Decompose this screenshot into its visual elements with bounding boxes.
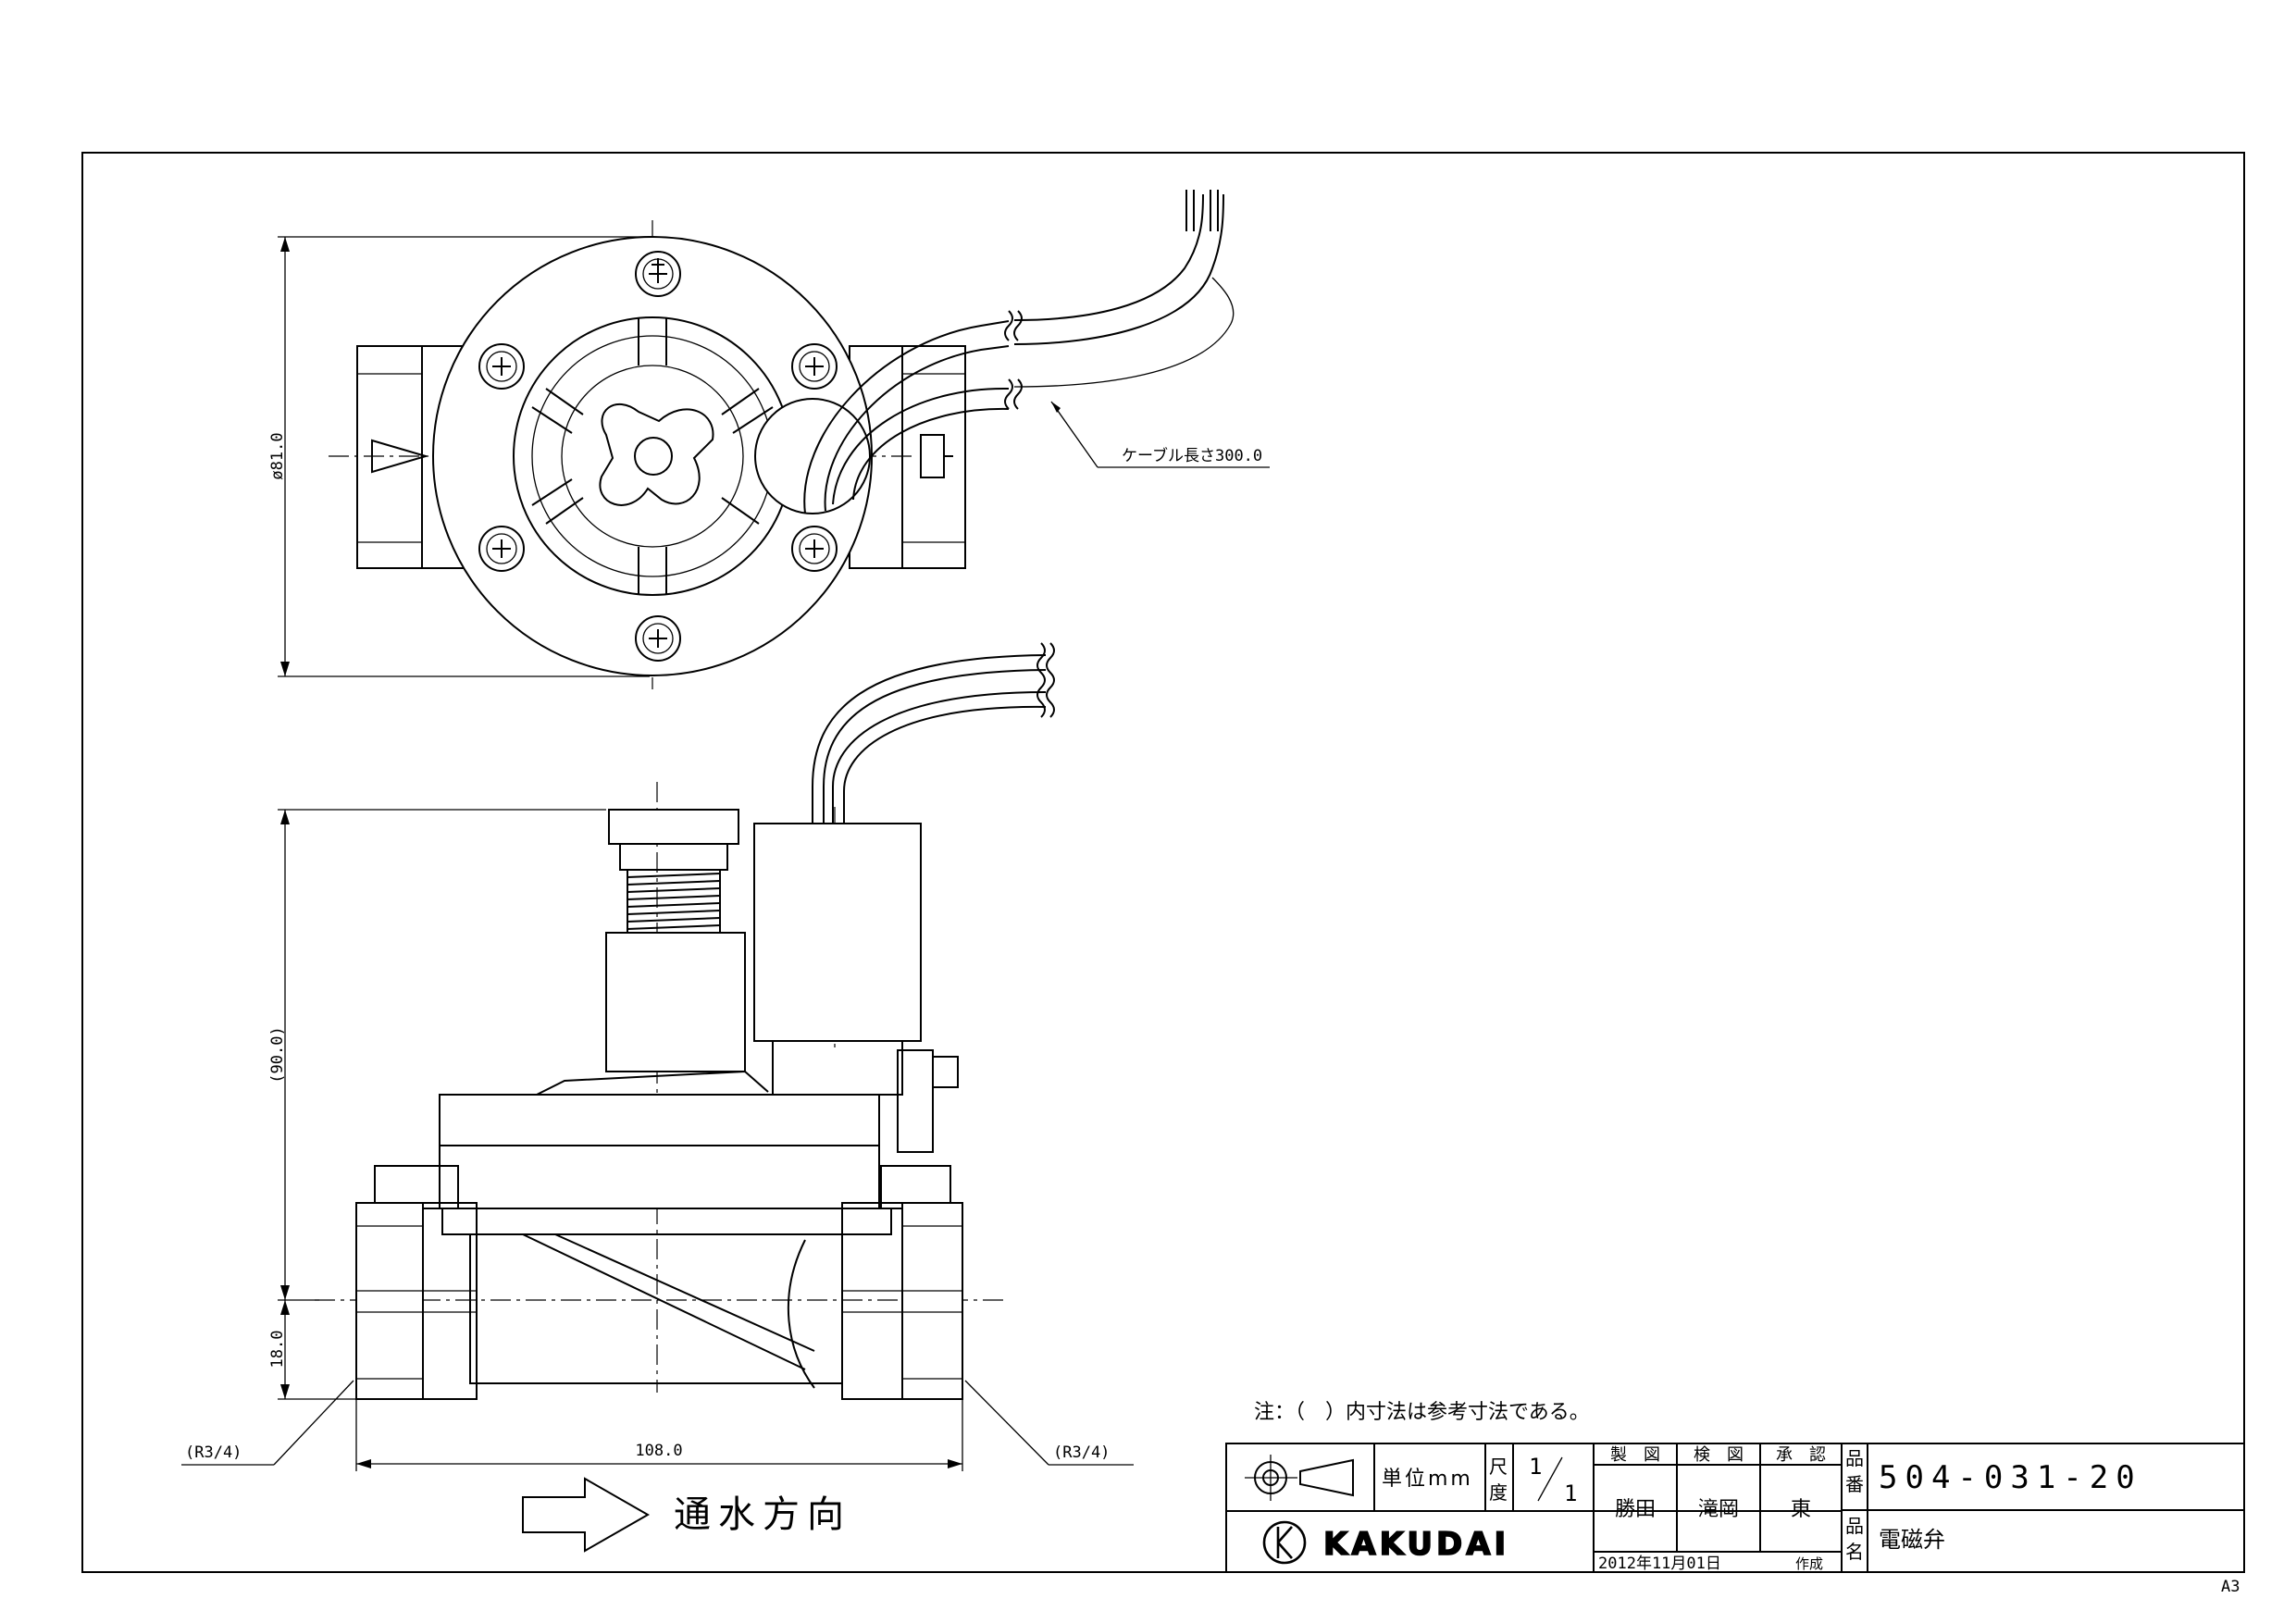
role-drafted: 製 図 <box>1610 1445 1660 1465</box>
dim-thread-right: (R3/4) <box>1053 1443 1110 1462</box>
name-drafted: 勝田 <box>1615 1498 1656 1521</box>
cable-length-note: ケーブル長さ300.0 <box>1122 446 1262 465</box>
scale-label-1: 尺 <box>1489 1456 1508 1478</box>
flow-arrow-icon <box>522 1477 651 1553</box>
dim-diameter: ø81.0 <box>268 432 287 479</box>
creation-suffix: 作成 <box>1795 1555 1823 1572</box>
screw-icon <box>791 526 838 572</box>
solenoid-coil <box>753 823 922 1042</box>
role-checked: 検 図 <box>1694 1445 1744 1465</box>
name-checked: 滝岡 <box>1698 1498 1739 1521</box>
front-view <box>181 642 1134 1553</box>
flow-direction-label: 通水方向 <box>674 1493 851 1536</box>
scale-numerator: 1 <box>1529 1454 1542 1480</box>
part-name-label-1: 品 <box>1845 1515 1864 1537</box>
screw-icon <box>478 526 525 572</box>
screw-icon <box>635 615 681 662</box>
screw-icon <box>635 251 681 297</box>
dim-width: 108.0 <box>635 1442 682 1460</box>
screw-icon <box>791 343 838 390</box>
company-name: KAKUDAI <box>1323 1526 1509 1563</box>
sheet-size-label: A3 <box>2221 1578 2240 1596</box>
dim-height: (90.0) <box>268 1026 287 1083</box>
dim-thread-left: (R3/4) <box>185 1443 242 1462</box>
creation-date: 2012年11月01日 <box>1598 1555 1721 1573</box>
name-approved: 東 <box>1791 1498 1811 1521</box>
kakudai-logo <box>1262 1520 1307 1565</box>
title-block <box>1225 1443 2245 1573</box>
top-view <box>278 190 1270 689</box>
screw-icon <box>478 343 525 390</box>
part-no-label-2: 番 <box>1845 1473 1864 1495</box>
scale-label-2: 度 <box>1489 1481 1508 1504</box>
reference-dimension-note: 注：（ ）内寸法は参考寸法である。 <box>1254 1401 1590 1424</box>
sheet-border <box>81 152 2245 1573</box>
part-no-label-1: 品 <box>1845 1447 1864 1469</box>
role-approved: 承 認 <box>1776 1445 1826 1465</box>
unit-label: 単位mm <box>1382 1468 1473 1491</box>
third-angle-projection-icon <box>1245 1455 1354 1501</box>
part-number: 504-031-20 <box>1879 1459 2142 1496</box>
dim-base-height: 18.0 <box>268 1331 287 1369</box>
part-name-label-2: 名 <box>1845 1541 1864 1563</box>
part-name: 電磁弁 <box>1879 1527 1945 1553</box>
scale-denominator: 1 <box>1564 1481 1577 1506</box>
